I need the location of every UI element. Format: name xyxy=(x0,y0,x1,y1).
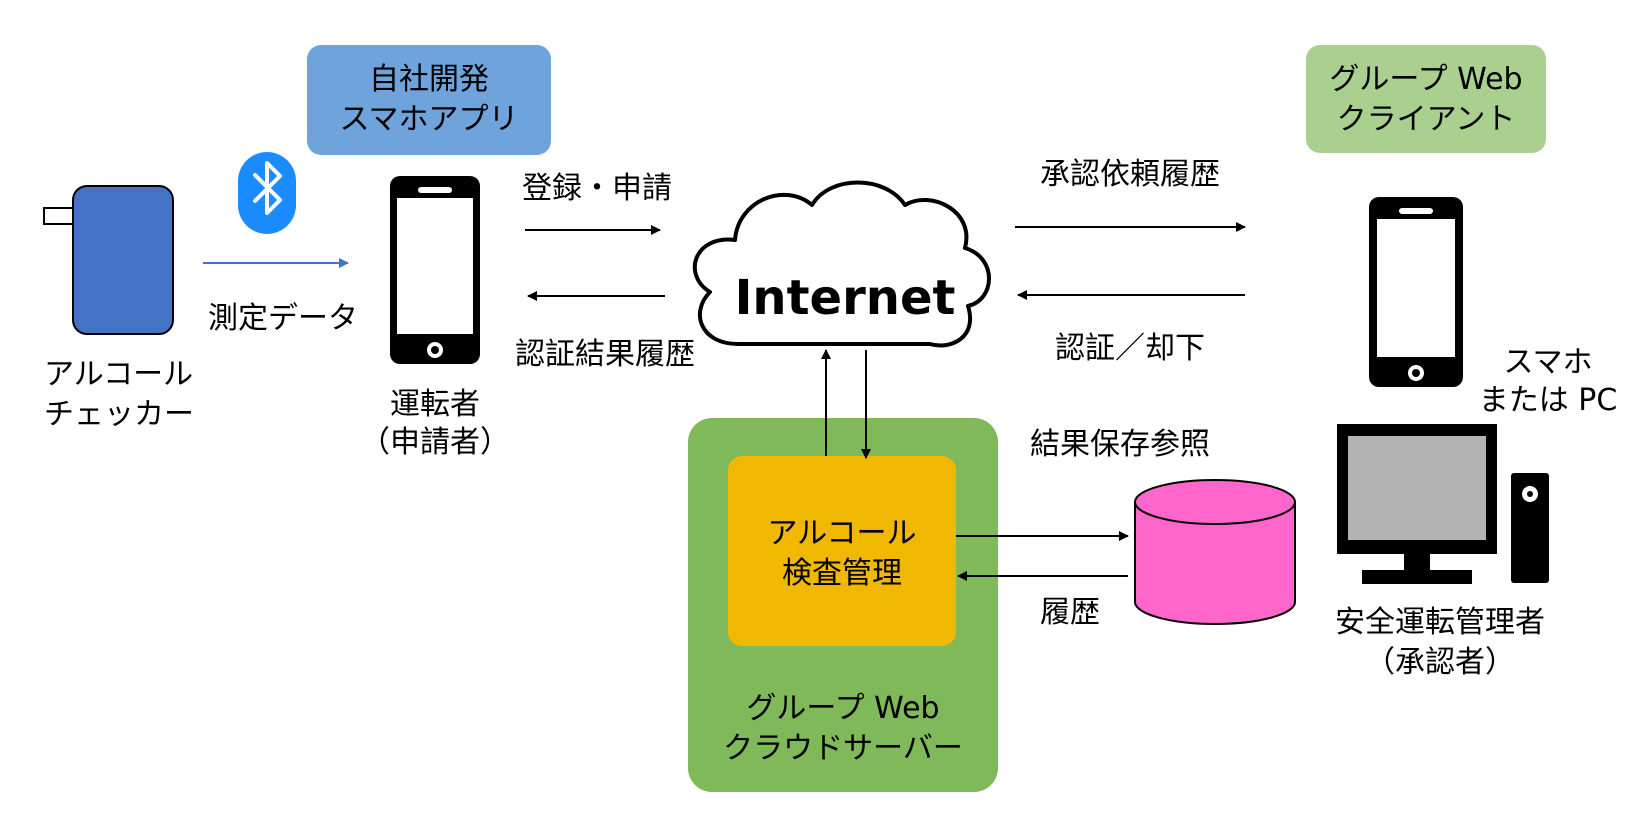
internet-label: Internet xyxy=(734,270,956,326)
in-house-app-label-line1: 自社開発 xyxy=(369,62,489,97)
cloud-icon xyxy=(692,180,991,348)
history-label: 履歴 xyxy=(1040,595,1100,630)
register-apply-label: 登録・申請 xyxy=(522,171,672,206)
group-web-cloud-label-line2: クラウドサーバー xyxy=(723,731,963,766)
approve-reject-label: 認証／却下 xyxy=(1055,331,1205,366)
alcohol-checker-label-line2: チェッカー xyxy=(44,397,194,432)
approval-request-history-label: 承認依頼履歴 xyxy=(1040,157,1220,192)
result-store-ref-label: 結果保存参照 xyxy=(1030,427,1210,462)
bluetooth-icon xyxy=(238,152,296,234)
group-web-cloud-label-line1: グループ Web xyxy=(746,691,940,726)
group-web-client-box: グループ Web クライアント xyxy=(1306,45,1546,153)
auth-result-history-label: 認証結果履歴 xyxy=(515,337,695,372)
alcohol-mgmt-box xyxy=(728,456,956,646)
alcohol-mgmt-label-line2: 検査管理 xyxy=(782,556,902,591)
alcohol-mgmt-label-line1: アルコール xyxy=(767,516,917,551)
desktop-pc-icon xyxy=(1337,424,1549,584)
group-web-client-label-line2: クライアント xyxy=(1336,102,1516,137)
database-icon xyxy=(1134,479,1296,625)
in-house-app-label-line2: スマホアプリ xyxy=(339,102,519,137)
safety-manager-label-line2: （承認者） xyxy=(1365,645,1515,680)
smartphone-icon xyxy=(1369,197,1463,387)
group-web-client-label-line1: グループ Web xyxy=(1329,62,1523,97)
driver-label-line2: （申請者） xyxy=(360,425,510,460)
smartphone-icon xyxy=(390,176,480,364)
alcohol-checker-device xyxy=(43,185,174,335)
measurement-data-label: 測定データ xyxy=(208,301,358,336)
alcohol-checker-label-line1: アルコール xyxy=(44,357,194,392)
in-house-app-box: 自社開発 スマホアプリ xyxy=(307,45,551,155)
safety-manager-label-line1: 安全運転管理者 xyxy=(1335,605,1545,640)
driver-label-line1: 運転者 xyxy=(390,387,480,422)
phone-or-pc-label-line2: または PC xyxy=(1478,383,1618,418)
phone-or-pc-label-line1: スマホ xyxy=(1503,345,1593,380)
